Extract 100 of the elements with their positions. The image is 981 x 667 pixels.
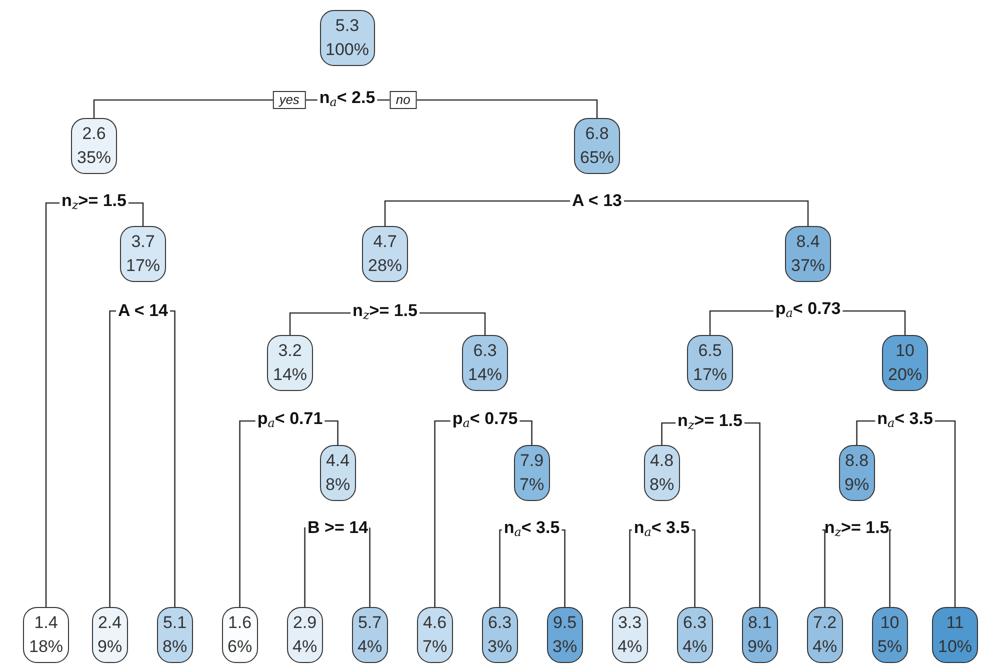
- node-value: 4.4: [326, 450, 350, 472]
- tree-node: [676, 607, 714, 663]
- node-value: 2.4: [98, 612, 122, 634]
- node-percent: 65%: [580, 147, 614, 169]
- tree-branch-line: [109, 310, 116, 607]
- split-condition: B >= 14: [308, 518, 368, 538]
- node-percent: 100%: [326, 39, 369, 61]
- tree-branch-line: [369, 527, 371, 607]
- node-value: 1.4: [33, 612, 59, 634]
- tree-node: [23, 607, 70, 663]
- node-percent: 8%: [162, 636, 188, 658]
- tree-branch-line: [434, 420, 450, 607]
- tree-branch-line: [842, 310, 906, 335]
- tree-node: [286, 607, 324, 663]
- node-percent: 8%: [650, 474, 674, 496]
- node-percent: 9%: [98, 636, 122, 658]
- split-condition: n$_{a}$< 3.5: [504, 518, 560, 541]
- node-value: 7.9: [520, 450, 544, 472]
- tree-branch-line: [889, 529, 892, 607]
- split-condition: A < 14: [118, 301, 168, 321]
- split-condition: n$_{z}$>= 1.5: [352, 301, 418, 324]
- split-condition: p$_{a}$< 0.73: [775, 299, 841, 322]
- tree-branch-line: [239, 420, 256, 607]
- node-percent: 9%: [844, 474, 870, 496]
- node-percent: 4%: [618, 636, 642, 658]
- edge-label: yes: [273, 91, 306, 109]
- node-value: 9.5: [552, 612, 578, 634]
- split-condition: n$_{z}$>= 1.5: [678, 411, 742, 434]
- node-value: 4.7: [372, 231, 398, 253]
- node-percent: 28%: [368, 255, 402, 277]
- tree-node: [806, 607, 844, 663]
- tree-branch-line: [499, 529, 502, 607]
- tree-branch-line: [709, 310, 774, 335]
- node-value: 6.5: [697, 340, 723, 362]
- tree-branch-line: [384, 200, 570, 226]
- tree-branch-line: [934, 420, 956, 607]
- split-condition: n$_{z}$>= 1.5: [62, 191, 126, 214]
- tree-node: [156, 607, 194, 663]
- tree-branch-line: [128, 202, 144, 226]
- node-percent: 10%: [938, 636, 972, 658]
- node-percent: 35%: [77, 147, 112, 169]
- tree-branch-line: [377, 99, 598, 118]
- node-value: 5.3: [334, 15, 360, 37]
- node-value: 4.6: [422, 612, 448, 634]
- tree-branch-line: [324, 420, 338, 445]
- tree-node: [546, 607, 584, 663]
- tree-node: [416, 607, 454, 663]
- node-percent: 3%: [488, 636, 512, 658]
- node-value: 6.8: [584, 123, 610, 145]
- split-condition: n$_{z}$>= 1.5: [824, 518, 890, 541]
- node-percent: 4%: [292, 636, 318, 658]
- node-value: 4.8: [650, 450, 674, 472]
- node-percent: 37%: [791, 255, 826, 277]
- tree-node: [352, 607, 388, 663]
- node-value: 3.2: [277, 340, 303, 362]
- node-value: 8.8: [844, 450, 870, 472]
- tree-branch-line: [562, 529, 566, 607]
- tree-branch-line: [520, 420, 532, 445]
- node-value: 6.3: [682, 612, 708, 634]
- node-percent: 4%: [812, 636, 838, 658]
- edge-label: no: [390, 91, 416, 109]
- node-percent: 18%: [29, 636, 64, 658]
- tree-branch-line: [624, 200, 809, 226]
- node-percent: 4%: [358, 636, 382, 658]
- node-value: 5.1: [162, 612, 188, 634]
- tree-node: [482, 607, 518, 663]
- node-percent: 17%: [693, 364, 728, 386]
- node-value: 1.6: [228, 612, 252, 634]
- node-value: 10: [894, 340, 916, 362]
- node-percent: 8%: [326, 474, 350, 496]
- node-value: 8.1: [748, 612, 772, 634]
- node-percent: 7%: [520, 474, 544, 496]
- tree-branch-line: [289, 312, 351, 335]
- node-percent: 9%: [748, 636, 772, 658]
- node-value: 3.7: [130, 231, 156, 253]
- node-value: 2.9: [292, 612, 318, 634]
- tree-node: [872, 607, 908, 663]
- node-value: 7.2: [812, 612, 838, 634]
- tree-branch-line: [822, 529, 826, 607]
- split-condition: n$_{a}$< 3.5: [877, 409, 933, 432]
- node-value: 11: [945, 612, 965, 634]
- node-value: 8.4: [795, 231, 821, 253]
- tree-branch-line: [856, 420, 876, 445]
- node-percent: 4%: [682, 636, 708, 658]
- tree-branch-line: [419, 312, 486, 335]
- node-percent: 14%: [273, 364, 308, 386]
- split-condition: n$_{a}$< 2.5: [319, 88, 376, 111]
- tree-branch-line: [692, 529, 696, 607]
- tree-node: [612, 607, 648, 663]
- node-value: 3.3: [618, 612, 642, 634]
- split-condition: p$_{a}$< 0.71: [257, 409, 323, 432]
- node-percent: 3%: [552, 636, 578, 658]
- tree-branch-line: [744, 422, 760, 607]
- tree-node: [92, 607, 128, 663]
- node-value: 2.6: [81, 123, 107, 145]
- tree-branch-line: [304, 527, 306, 607]
- tree-branch-line: [629, 529, 632, 607]
- node-value: 6.3: [472, 340, 498, 362]
- node-percent: 6%: [228, 636, 252, 658]
- node-percent: 5%: [878, 636, 902, 658]
